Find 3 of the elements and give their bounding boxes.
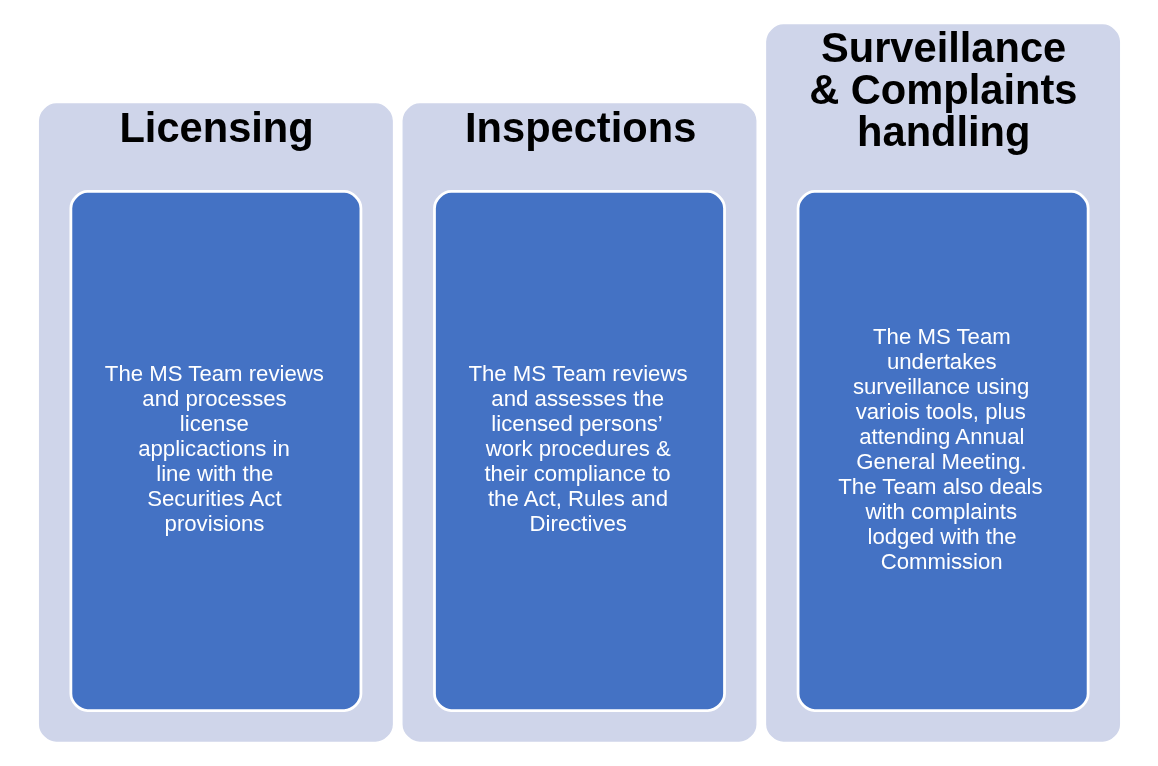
node-box: The MS Team reviews and processes license applicactions in line with the Securities Act provisions	[69, 190, 362, 712]
node-box: The MS Team undertakes surveillance using variois tools, plus attending Annual General Meeting. The Team also deals with complaints lodged with the Commission	[796, 190, 1089, 712]
node-box: The MS Team reviews and assesses the licensed persons’ work procedures & their compliance to the Act, Rules and Directives	[432, 190, 726, 712]
